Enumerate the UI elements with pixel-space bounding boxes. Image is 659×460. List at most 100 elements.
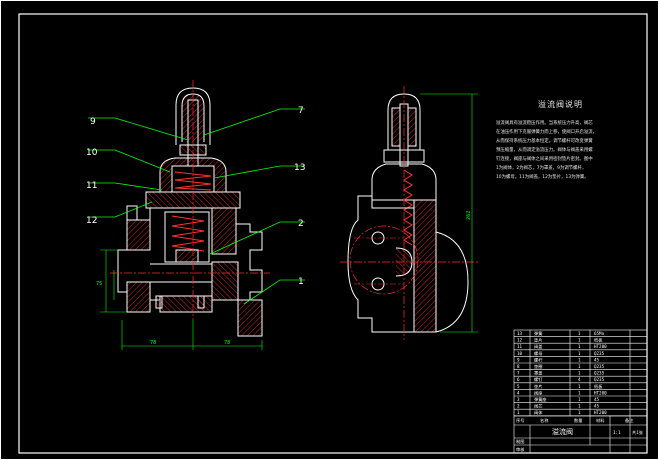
part-quantity: 1 [578,371,581,376]
tb-checked: 审核 [516,446,525,453]
leader-label-13: 13 [294,163,305,173]
part-material: HT200 [594,344,607,349]
tb-header-mat: 材料 [596,417,605,424]
note-line: 预压缩量，从而调定溢流压力。阀体与阀盖采用螺 [496,146,593,153]
title-block [513,415,648,454]
side-flange [347,195,415,333]
part-number: 13 [517,331,523,336]
tb-header-no: 序号 [516,417,524,424]
tb-sheet: 共1张 [632,429,644,436]
part-number: 9 [517,357,520,362]
part-quantity: 1 [578,390,581,395]
inner-border [18,13,648,454]
part-material: 45 [594,397,600,402]
part-name: 弹簧座 [534,396,547,403]
body-left-lower [126,281,151,313]
front-dimensions [100,249,263,350]
part-material: 45 [594,404,600,409]
part-name: 螺杆 [534,356,543,363]
part-name: 阀芯 [534,403,542,410]
note-line: 钉连接，阀座与阀体之间采用密封垫片密封。图中 [496,155,593,162]
body-left-wall [126,219,151,251]
tb-drawn: 制图 [516,438,524,445]
part-material: 纸板 [594,383,603,390]
part-number: 5 [517,384,520,389]
part-name: 阀座 [534,389,542,396]
note-line: 溢流阀具有溢流稳压作用。当系统压力升高，阀芯 [496,119,593,126]
part-number: 7 [517,371,520,376]
side-bonnet [371,163,437,201]
part-name: 罩盖 [534,370,542,376]
leader-label-7: 7 [298,106,304,116]
part-quantity: 1 [578,404,581,409]
body-right-outlet [237,299,263,337]
side-dimension [420,93,478,333]
part-quantity: 1 [578,331,581,336]
part-material: Q235 [594,364,605,369]
leader-lines [88,108,305,305]
part-quantity: 4 [578,377,581,382]
tb-drawing-name: 溢流阀 [552,427,573,436]
part-material: Q235 [594,377,605,382]
notes-title: 溢流阀说明 [538,99,583,109]
part-name: 螺钉 [534,376,543,383]
part-name: 螺母 [534,350,542,357]
part-number: 10 [517,351,523,356]
side-view [340,86,478,340]
part-quantity: 1 [578,410,581,415]
note-line: 在油压作用下克服弹簧力而上移，使阀口开启溢流， [496,128,597,135]
part-quantity: 1 [578,344,581,349]
leader-label-2: 2 [298,219,304,229]
part-material: Q235 [594,371,605,376]
dim-height-right: 262 [466,210,472,220]
side-round-body [435,231,469,333]
body-right-lower [211,261,239,301]
front-section-view [110,80,270,337]
part-material: Q235 [594,351,605,356]
note-line: 1为阀体，2为阀芯，7为罩盖，9为调节螺杆， [496,164,586,171]
part-number: 11 [517,344,523,349]
part-number: 1 [517,410,520,415]
mount-screw-right [197,295,205,309]
part-quantity: 1 [578,357,581,362]
tb-header-name: 名称 [540,417,548,424]
leader-label-10: 10 [86,148,98,158]
part-number: 3 [517,397,520,402]
part-number: 2 [517,404,520,409]
notes-body: 溢流阀具有溢流稳压作用。当系统压力升高，阀芯 在油压作用下克服弹簧力而上移，使阀… [496,119,597,180]
part-number: 8 [517,364,520,369]
part-name: 弹簧 [534,330,542,337]
part-material: HT200 [594,410,607,415]
lower-spring [171,215,205,252]
part-quantity: 1 [578,384,581,389]
bolt-circle [349,225,419,295]
part-quantity: 1 [578,351,581,356]
part-name: 阀体 [534,409,543,416]
part-quantity: 1 [578,364,581,369]
dim-width-right: 78 [224,340,230,346]
part-name: 垫圈 [534,363,542,370]
leader-label-1: 1 [298,277,304,287]
part-material: 65Mn [594,331,605,336]
body-right-wall [211,207,237,255]
part-number: 4 [517,390,520,395]
valve-core [175,249,199,263]
tb-header-remark: 备注 [625,417,634,424]
dim-vertical-left: 75 [96,281,102,287]
part-quantity: 1 [578,397,581,402]
part-number: 6 [517,377,520,382]
part-number: 12 [517,338,523,343]
part-material: 45 [594,357,600,362]
part-quantity: 1 [578,338,581,343]
note-line: 从而保持系统压力基本恒定。调节螺杆可改变弹簧 [496,137,593,144]
mount-screw-left [155,295,163,309]
part-material: 纸板 [594,337,603,344]
leader-label-9: 9 [90,117,96,127]
part-name: 阀盖 [534,343,542,350]
note-line: 10为螺母，11为阀盖，12为垫片，13为弹簧。 [496,173,589,180]
part-name: 垫片 [534,383,542,390]
dim-width-left: 78 [150,340,156,346]
